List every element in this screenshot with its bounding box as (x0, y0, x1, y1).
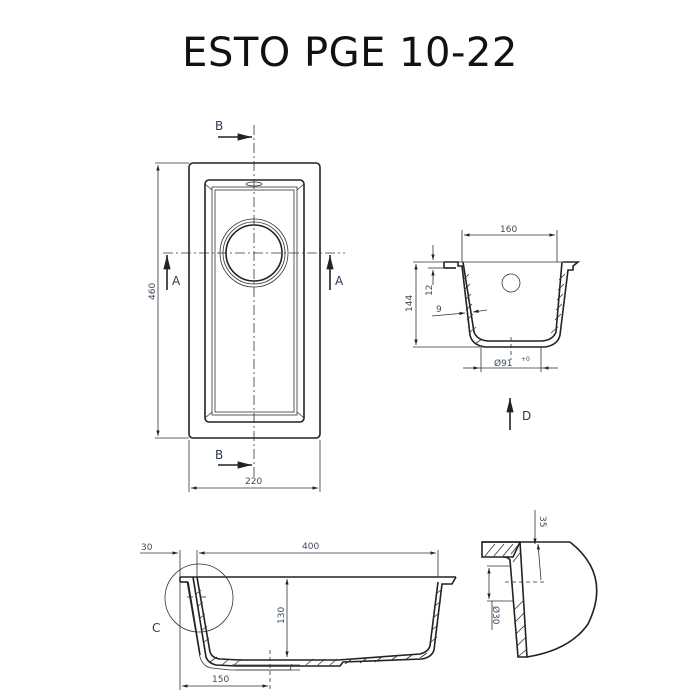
section-b-view: C 30 400 130 150 (140, 542, 457, 690)
dim-height: 460 (148, 283, 158, 300)
dim-inner-width: 160 (500, 225, 517, 235)
dim-overflow-offset: 35 (537, 516, 547, 527)
section-a-profile (444, 261, 581, 348)
dim-rim: 12 (425, 285, 435, 296)
dim-width: 220 (245, 477, 262, 487)
dim-wall: 9 (436, 305, 442, 315)
section-a-label-left: A (172, 274, 181, 288)
detail-c-label: C (152, 621, 160, 635)
section-b-label-top: B (215, 119, 223, 133)
dim-drain-tolerance: +0 (521, 356, 530, 363)
detail-c-circle (164, 563, 234, 633)
drawing-title: ESTO PGE 10-22 (182, 30, 518, 76)
sink-outer-rim (188, 162, 321, 439)
dim-drain-diameter: Ø91 (494, 358, 513, 369)
dim-length: 400 (302, 542, 319, 552)
view-d-label: D (522, 409, 531, 423)
section-a-label-right: A (335, 274, 344, 288)
section-b-label-bottom: B (215, 448, 223, 462)
dim-drain-position: 150 (212, 675, 229, 685)
overflow-hole (501, 273, 521, 293)
detail-c-view: 35 Ø30 (481, 510, 598, 658)
detail-c-arc (526, 541, 598, 658)
sink-bowl (204, 179, 305, 423)
dim-depth-b: 130 (277, 607, 287, 624)
dim-depth: 144 (405, 295, 415, 312)
top-view: B B A A 460 220 (148, 119, 345, 492)
dim-overflow-diameter: Ø30 (490, 606, 501, 625)
section-a-view: 160 144 12 9 Ø91 +0 D (405, 225, 581, 430)
section-b-profile (192, 576, 457, 667)
dim-offset: 30 (141, 543, 153, 553)
